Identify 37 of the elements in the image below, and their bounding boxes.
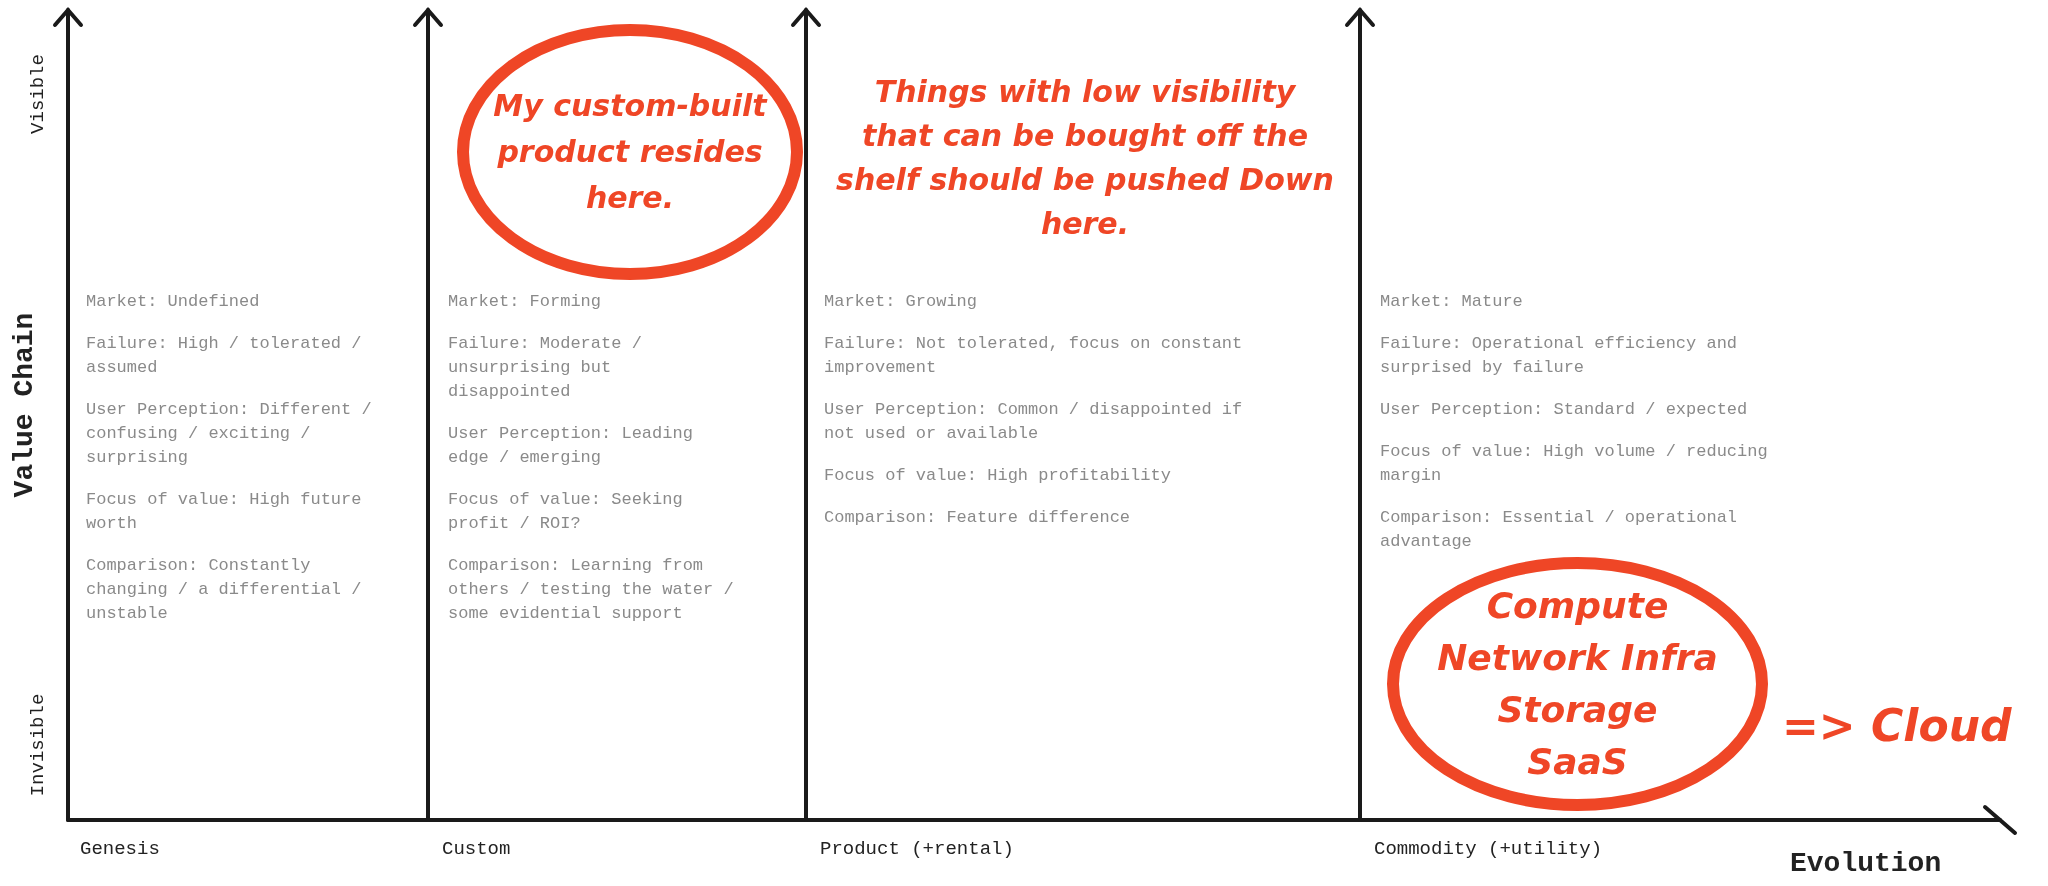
handwritten-note: My custom-built product resides here. xyxy=(492,87,769,217)
axis-label: Visible xyxy=(27,54,49,134)
stage-description: User Perception: Standard / expected xyxy=(1380,399,1749,421)
stage-label: Genesis xyxy=(80,838,160,860)
stage-description: User Perception: Leading edge / emerging xyxy=(448,423,694,469)
handwritten-note: SaaS xyxy=(1527,740,1628,784)
circled-note xyxy=(1385,555,1770,813)
handwritten-note: Storage xyxy=(1497,688,1658,732)
stage-description: Failure: High / tolerated / assumed xyxy=(86,333,363,379)
stage-label: Commodity (+utility) xyxy=(1374,838,1603,860)
handwritten-note: Compute xyxy=(1486,584,1669,628)
stage-label: Custom xyxy=(442,838,511,860)
stage-label: Product (+rental) xyxy=(820,838,1014,860)
stage-description: Comparison: Feature difference xyxy=(824,507,1132,529)
stage-description: Failure: Operational efficiency and surprised by failure xyxy=(1380,333,1739,379)
stage-description: Market: Mature xyxy=(1380,291,1524,313)
stage-description: Comparison: Learning from others / testing the water / some evidential support xyxy=(448,555,735,625)
stage-description: Market: Growing xyxy=(824,291,979,313)
stage-description: Comparison: Essential / operational advantage xyxy=(1380,507,1739,553)
stage-description: User Perception: Different / confusing / exciting / surprising xyxy=(86,399,373,469)
axis-label: Invisible xyxy=(27,693,49,797)
stage-description: Focus of value: High volume / reducing margin xyxy=(1380,441,1769,487)
circled-note xyxy=(455,22,805,282)
stage-description: Failure: Not tolerated, focus on constant improvement xyxy=(824,333,1244,379)
stage-description: Focus of value: High future worth xyxy=(86,489,363,535)
axis-title: Evolution xyxy=(1790,848,1942,879)
stage-description: Market: Forming xyxy=(448,291,603,313)
axis-title: Value Chain xyxy=(8,312,40,498)
stage-description: Focus of value: High profitability xyxy=(824,465,1172,487)
handwritten-note: Network Infra xyxy=(1437,636,1718,680)
stage-description: User Perception: Common / disappointed if not used or available xyxy=(824,399,1244,445)
stage-description: Failure: Moderate / unsurprising but disappointed xyxy=(448,333,643,403)
handwritten-note: Things with low visibility that can be bought off the shelf should be pushed Down here. xyxy=(835,73,1335,243)
stage-description: Market: Undefined xyxy=(86,291,261,313)
stage-description: Focus of value: Seeking profit / ROI? xyxy=(448,489,684,535)
stage-description: Comparison: Constantly changing / a differential / unstable xyxy=(86,555,363,625)
handwritten-note: => Cloud xyxy=(1782,700,2012,751)
